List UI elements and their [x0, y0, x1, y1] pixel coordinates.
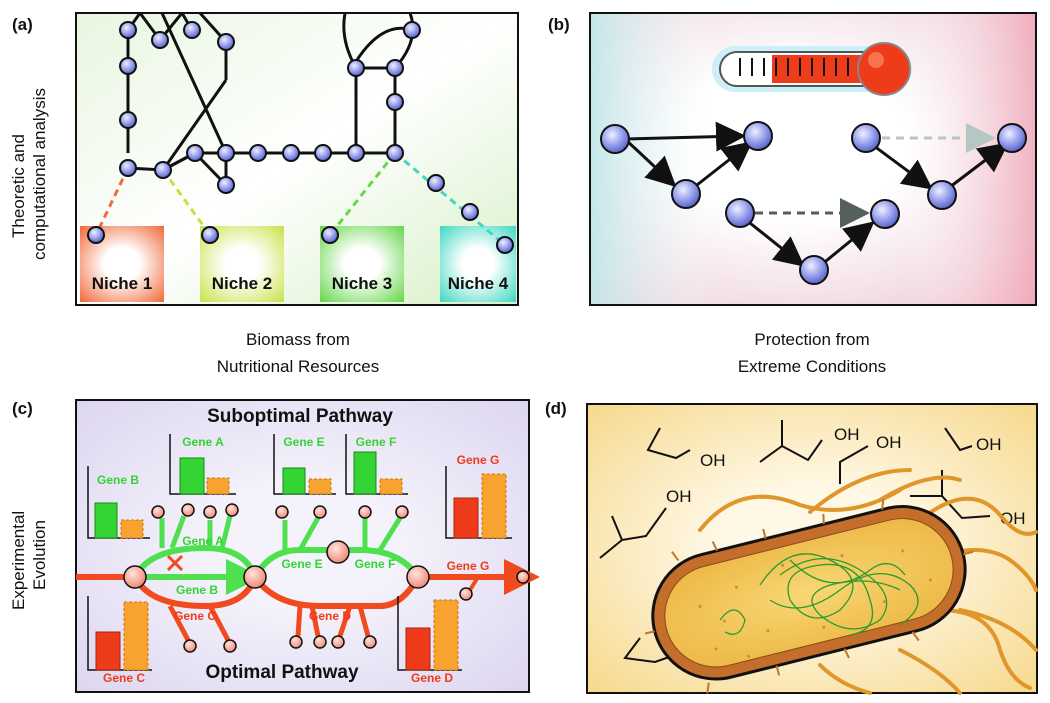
panel-c: Suboptimal Pathway Optimal Pathway	[75, 399, 540, 693]
path-label-gene-a: Gene A	[182, 534, 224, 548]
optimal-title: Optimal Pathway	[205, 662, 359, 683]
chart-label-gene-d: Gene D	[411, 671, 453, 685]
bacterium-cell	[644, 498, 974, 694]
chart-label-gene-e: Gene E	[283, 435, 324, 449]
oh-label-2: OH	[834, 425, 860, 444]
oh-label-5: OH	[666, 487, 692, 506]
blocked-mark-icon	[166, 554, 184, 572]
chart-label-gene-g: Gene G	[457, 453, 500, 467]
panel-d: OH OH OH OH OH OH OH	[586, 403, 1038, 695]
row-label-bottom-line1: Experimental	[9, 511, 28, 610]
path-label-gene-f: Gene F	[355, 557, 396, 571]
gene-chart-b: Gene B	[87, 466, 150, 539]
path-label-gene-g: Gene G	[447, 559, 490, 573]
path-label-gene-e: Gene E	[281, 557, 322, 571]
gene-chart-g: Gene G	[445, 453, 512, 539]
flagella	[698, 468, 1038, 695]
niche-1-label: Niche 1	[92, 274, 152, 293]
dna-tangle	[719, 553, 919, 636]
panel-b	[589, 12, 1037, 306]
gene-chart-c: Gene C	[87, 596, 152, 685]
row-label-top: Theoretic and computational analysis	[9, 88, 49, 260]
niche-2-label: Niche 2	[212, 274, 272, 293]
oh-label-3: OH	[876, 433, 902, 452]
gene-chart-a: Gene A	[169, 434, 236, 495]
chart-label-gene-c: Gene C	[103, 671, 145, 685]
network-nodes	[87, 21, 514, 254]
chart-label-gene-b: Gene B	[97, 473, 139, 487]
gene-chart-f: Gene F	[345, 434, 408, 495]
niche-links	[94, 151, 506, 247]
row-label-bottom: Experimental Evolution	[9, 511, 49, 610]
suboptimal-title: Suboptimal Pathway	[207, 406, 393, 427]
path-label-gene-b: Gene B	[176, 583, 218, 597]
path-label-gene-d: Gene D	[309, 609, 351, 623]
row-label-bottom-line2: Evolution	[30, 520, 49, 590]
panel-a: Niche 1 Niche 2 Niche 3 Niche 4	[75, 11, 519, 306]
panel-a-label: (a)	[12, 15, 33, 34]
path-label-gene-c: Gene C	[174, 609, 216, 623]
panel-d-label: (d)	[545, 399, 567, 418]
panel-c-label: (c)	[12, 399, 33, 418]
pathways	[76, 515, 540, 642]
chart-label-gene-f: Gene F	[356, 435, 397, 449]
panel-b-label: (b)	[548, 15, 570, 34]
row-label-top-line1: Theoretic and	[9, 134, 28, 238]
oh-label-4: OH	[976, 435, 1002, 454]
panel-a-caption-line2: Nutritional Resources	[217, 357, 380, 376]
oh-label-1: OH	[700, 451, 726, 470]
alcohol-molecules	[599, 420, 991, 664]
motif-nodes	[600, 121, 1027, 285]
cell-spikes	[644, 498, 974, 694]
row-label-top-line2: computational analysis	[30, 88, 49, 260]
panel-b-caption-line2: Extreme Conditions	[738, 357, 886, 376]
pathway-nodes	[123, 503, 530, 653]
thermometer-icon	[712, 42, 912, 96]
gene-chart-d: Gene D	[397, 596, 462, 685]
niche-4-label: Niche 4	[448, 274, 509, 293]
panel-a-caption-line1: Biomass from	[246, 330, 350, 349]
niche-3-label: Niche 3	[332, 274, 392, 293]
panel-b-caption-line1: Protection from	[754, 330, 869, 349]
gene-chart-e: Gene E	[273, 434, 336, 495]
chart-label-gene-a: Gene A	[182, 435, 224, 449]
